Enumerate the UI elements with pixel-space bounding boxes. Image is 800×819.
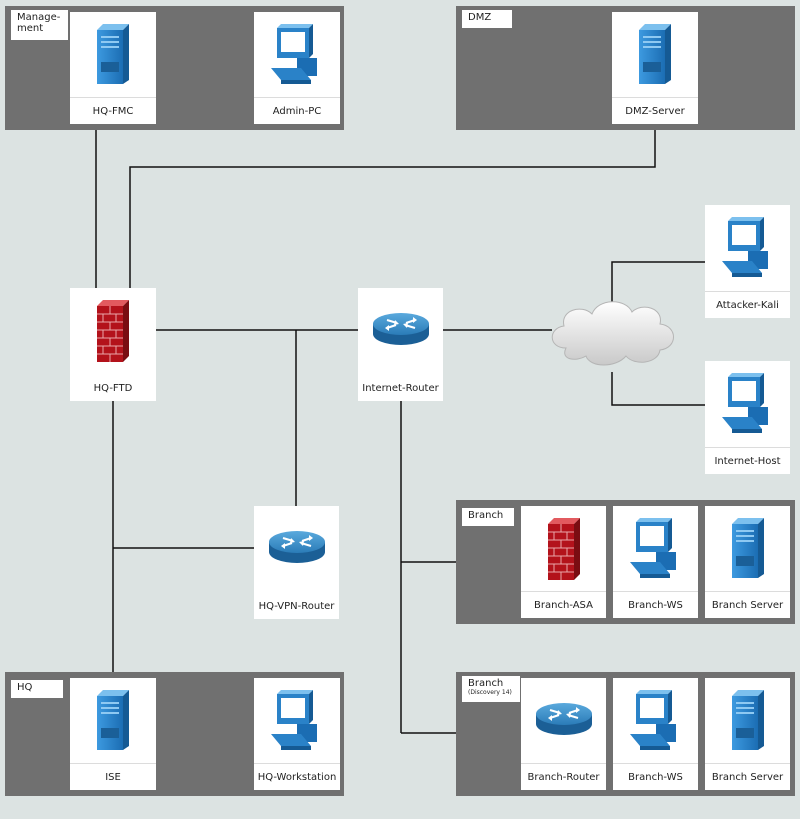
management-zone: Manage- ment HQ-FMC Admin-PC [5, 6, 344, 130]
node-hq-workstation[interactable]: HQ-Workstation [254, 678, 340, 790]
hq-zone: HQ ISE HQ-Workstation [5, 672, 344, 796]
node-label: DMZ-Server [612, 97, 698, 124]
firewall-icon [70, 288, 156, 372]
cloud-icon [551, 301, 674, 366]
node-label: Branch-WS [613, 763, 698, 790]
node-label: Attacker-Kali [705, 291, 790, 318]
node-label: HQ-VPN-Router [258, 600, 335, 612]
node-ise[interactable]: ISE [70, 678, 156, 790]
workstation-icon [254, 678, 340, 762]
server-icon [705, 678, 790, 762]
dmz-zone-label: DMZ [462, 10, 512, 28]
workstation-icon [254, 12, 340, 96]
node-branch-server[interactable]: Branch Server [705, 678, 790, 790]
branch-discovery-zone-subtitle: (Discovery 14) [468, 689, 512, 696]
node-hq-fmc[interactable]: HQ-FMC [70, 12, 156, 124]
router-icon [521, 678, 606, 762]
node-label: Branch-ASA [521, 591, 606, 618]
node-label: HQ-Workstation [254, 763, 340, 790]
router-icon [254, 506, 339, 590]
firewall-icon [521, 506, 606, 590]
node-label: Branch-Router [521, 763, 606, 790]
node-branch-ws[interactable]: Branch-WS [613, 678, 698, 790]
workstation-icon [705, 205, 790, 289]
node-branch-ws[interactable]: Branch-WS [613, 506, 698, 618]
node-label: Admin-PC [254, 97, 340, 124]
node-label: HQ-FTD [93, 382, 133, 394]
workstation-icon [705, 361, 790, 445]
dmz-zone: DMZ DMZ-Server [456, 6, 795, 130]
server-icon [612, 12, 698, 96]
node-internet-host[interactable]: Internet-Host [705, 361, 790, 474]
link-cloud-attacker [611, 261, 705, 305]
branch-discovery-zone-label: Branch (Discovery 14) [462, 676, 520, 702]
branch-zone-label: Branch [462, 508, 514, 526]
management-zone-label: Manage- ment [11, 10, 68, 40]
node-branch-router[interactable]: Branch-Router [521, 678, 606, 790]
workstation-icon [613, 506, 698, 590]
server-icon [70, 678, 156, 762]
node-label: Branch Server [705, 763, 790, 790]
node-label: ISE [70, 763, 156, 790]
hq-zone-label: HQ [11, 680, 63, 698]
server-icon [705, 506, 790, 590]
branch-zone: Branch Branch-ASA Branch-WS Branch Serve… [456, 500, 795, 624]
link-dmz-ftd [129, 130, 656, 288]
node-label: HQ-FMC [70, 97, 156, 124]
node-internet-router[interactable]: Internet-Router [358, 288, 443, 401]
node-admin-pc[interactable]: Admin-PC [254, 12, 340, 124]
router-icon [358, 288, 443, 372]
branch-discovery-zone-title: Branch [468, 678, 504, 689]
node-label: Internet-Host [705, 447, 790, 474]
node-branch-server[interactable]: Branch Server [705, 506, 790, 618]
node-label: Internet-Router [362, 382, 439, 394]
node-dmz-server[interactable]: DMZ-Server [612, 12, 698, 124]
link-cloud-internet-host [611, 372, 705, 406]
node-label: Branch-WS [613, 591, 698, 618]
node-hq-ftd[interactable]: HQ-FTD [70, 288, 156, 401]
branch-discovery-zone: Branch (Discovery 14) Branch-Router Bran… [456, 672, 795, 796]
node-label: Branch Server [705, 591, 790, 618]
workstation-icon [613, 678, 698, 762]
node-hq-vpn-router[interactable]: HQ-VPN-Router [254, 506, 339, 619]
node-branch-asa[interactable]: Branch-ASA [521, 506, 606, 618]
node-attacker-kali[interactable]: Attacker-Kali [705, 205, 790, 318]
server-icon [70, 12, 156, 96]
